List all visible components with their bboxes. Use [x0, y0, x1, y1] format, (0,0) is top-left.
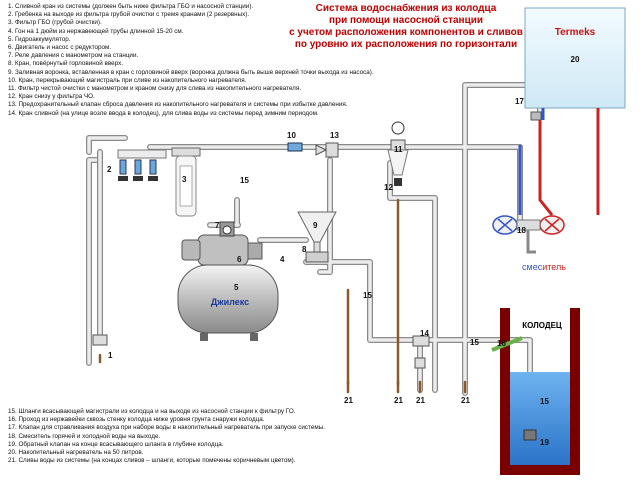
legend-item: 12. Кран снизу у фильтра ЧО.	[8, 93, 95, 101]
legend-item: 14. Кран сливной (на улице возле ввода в…	[8, 109, 319, 117]
pump-station: Джилекс	[177, 221, 279, 341]
label-1: 1	[108, 351, 113, 360]
accumulator-brand: Джилекс	[211, 297, 249, 307]
label-15: 15	[363, 291, 372, 300]
wall-passage	[491, 336, 523, 352]
street-drain-valve[interactable]	[412, 335, 430, 347]
label-21: 21	[461, 396, 470, 405]
water-heater: Termeks 20	[524, 7, 626, 109]
fine-filter	[387, 121, 409, 186]
label-20: 20	[571, 55, 580, 64]
title-line: с учетом расположения компонентов и слив…	[289, 27, 523, 38]
filter-comb	[117, 149, 167, 181]
legend-item: 19. Обратный клапан на конце всасывающег…	[8, 440, 224, 448]
label-16: 16	[497, 339, 506, 348]
comb-valve-icon[interactable]	[148, 176, 158, 181]
label-4: 4	[280, 255, 285, 264]
label-17: 17	[515, 97, 524, 106]
coarse-filter	[171, 147, 201, 217]
legend-item: 4. Гон на 1 дюйм из нержавеющей трубы дл…	[8, 27, 184, 35]
safety-valve	[315, 142, 339, 158]
legend-item: 16. Проход из нержавейки сквозь стенку к…	[8, 416, 265, 424]
label-18: 18	[517, 226, 526, 235]
fill-funnel	[297, 211, 337, 263]
shutoff-valve[interactable]	[287, 142, 303, 152]
legend-item: 5. Гидроаккумулятор.	[8, 35, 71, 43]
heater-brand: Termeks	[555, 27, 596, 38]
label-9: 9	[313, 221, 318, 230]
legend-item: 3. Фильтр ГБО (грубой очистки).	[8, 19, 102, 27]
label-6: 6	[237, 255, 242, 264]
comb-valve-icon[interactable]	[118, 176, 128, 181]
mixer: смеситель	[492, 120, 600, 272]
legend-item: 17. Клапан для стравливания воздуха при …	[8, 424, 325, 432]
check-valve	[523, 429, 537, 441]
legend-bottom: 15. Шланги всасывающей магистрали из кол…	[8, 408, 325, 465]
air-valve[interactable]	[530, 111, 542, 121]
legend-item: 20. Накопительный нагреватель на 50 литр…	[8, 449, 144, 457]
label-14: 14	[420, 329, 429, 338]
fill-valve[interactable]	[305, 251, 329, 263]
label-8: 8	[302, 245, 307, 254]
label-21: 21	[344, 396, 353, 405]
label-10: 10	[287, 131, 296, 140]
title-line: по уровню их расположения по горизонтали	[294, 39, 518, 50]
gauge-icon	[391, 121, 405, 135]
label-2: 2	[107, 165, 112, 174]
legend-item: 8. Кран, повёрнутый горловиной вверх.	[8, 60, 123, 68]
legend-item: 13. Предохранительный клапан сброса давл…	[8, 101, 348, 109]
legend-top: 1. Сливной кран из системы (должен быть …	[8, 3, 374, 118]
well-label: КОЛОДЕЦ	[522, 321, 562, 330]
drain-valve[interactable]	[92, 334, 108, 346]
legend-item: 21. Сливы воды из системы (на концах сли…	[8, 457, 296, 465]
diagram-title: Система водоснабжения из колодца при пом…	[256, 3, 556, 51]
label-5: 5	[234, 283, 239, 292]
gauge-icon	[222, 225, 232, 235]
label-21: 21	[394, 396, 403, 405]
label-19: 19	[540, 438, 549, 447]
label-11: 11	[394, 145, 403, 154]
well: КОЛОДЕЦ	[491, 308, 580, 475]
legend-item: 1. Сливной кран из системы (должен быть …	[8, 3, 254, 10]
legend-item: 18. Смеситель горячей и холодной воды на…	[8, 432, 161, 440]
label-15: 15	[470, 338, 479, 347]
legend-item: 6. Двигатель и насос с редуктором.	[8, 44, 112, 52]
label-15: 15	[240, 176, 249, 185]
legend-item: 11. Фильтр чистой очистки с манометром и…	[8, 85, 301, 93]
title-line: при помощи насосной станции	[328, 15, 484, 26]
legend-item: 10. Кран, перекрывающий магистраль при с…	[8, 76, 247, 84]
filter-tap-icon[interactable]	[394, 178, 402, 186]
title-line: Система водоснабжения из колодца	[315, 3, 497, 14]
legend-item: 7. Реле давления с манометром на станции…	[8, 52, 139, 60]
label-3: 3	[182, 175, 187, 184]
legend-item: 2. Гребенка на выходе из фильтра грубой …	[8, 11, 250, 19]
legend-item: 15. Шланги всасывающей магистрали из кол…	[8, 408, 296, 415]
label-12: 12	[384, 183, 393, 192]
label-15: 15	[540, 397, 549, 406]
comb-valve-icon[interactable]	[133, 176, 143, 181]
legend-item: 9. Заливная воронка, вставленная в кран …	[8, 68, 374, 76]
label-21: 21	[416, 396, 425, 405]
mixer-label: смеситель	[522, 262, 566, 272]
label-7: 7	[215, 221, 220, 230]
label-13: 13	[330, 131, 339, 140]
